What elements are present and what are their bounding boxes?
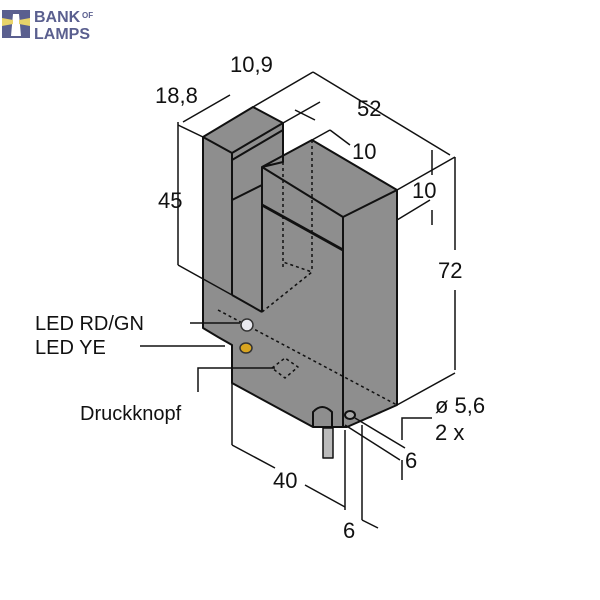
logo-of: OF bbox=[82, 11, 93, 20]
dimension-lines bbox=[140, 71, 456, 529]
mounting-hole bbox=[344, 410, 356, 420]
dim-hole-count: 2 x bbox=[435, 420, 464, 445]
dim-hole-offset-bottom: 6 bbox=[343, 518, 355, 543]
dim-fork-width: 18,8 bbox=[155, 83, 198, 108]
led-rd-gn-indicator bbox=[240, 318, 254, 332]
dim-hole-offset-side: 6 bbox=[405, 448, 417, 473]
label-led-rd-gn: LED RD/GN bbox=[35, 313, 144, 335]
label-led-ye: LED YE bbox=[35, 337, 106, 359]
logo: BANK OF LAMPS bbox=[2, 9, 93, 43]
led-ye-indicator bbox=[239, 342, 253, 354]
dim-hole-diameter: ø 5,6 bbox=[435, 393, 485, 418]
dim-fork-height: 45 bbox=[158, 188, 182, 213]
connector-pin bbox=[322, 427, 334, 459]
logo-line2: LAMPS bbox=[34, 26, 90, 43]
dim-height: 72 bbox=[438, 258, 462, 283]
sensor-body bbox=[202, 106, 398, 459]
dim-length: 52 bbox=[357, 96, 381, 121]
label-button: Druckknopf bbox=[80, 403, 182, 425]
dim-fork-gap: 10,9 bbox=[230, 52, 273, 77]
dim-depth-top: 10 bbox=[352, 139, 376, 164]
logo-line1: BANK bbox=[34, 9, 81, 26]
dim-slot-depth: 10 bbox=[412, 178, 436, 203]
dim-hole-spacing: 40 bbox=[273, 468, 297, 493]
